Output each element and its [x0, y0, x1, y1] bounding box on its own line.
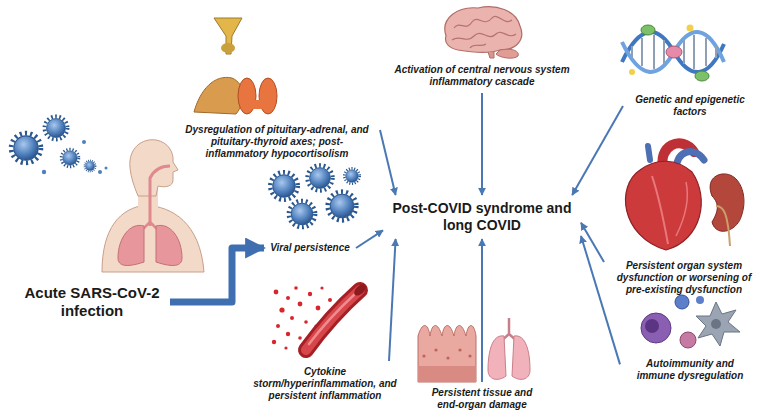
tissue-damage — [418, 318, 530, 382]
factor-label: Persistent organ system dysfunction or w… — [607, 258, 761, 298]
immune-cells — [641, 295, 740, 348]
factor-label: Persistent tissue and end-organ damage — [417, 385, 547, 413]
factor-label: Cytokine storm/hyperinflammation, and pe… — [245, 364, 405, 404]
cytokines-vessel — [272, 282, 368, 350]
label-text: Post-COVID syndrome and long COVID — [389, 200, 575, 234]
label-text: Activation of central nervous system inf… — [383, 64, 581, 88]
dna-helix — [622, 25, 724, 82]
source-label: Acute SARS-CoV-2 infection — [17, 282, 167, 322]
factor-label: Dysregulation of pituitary-adrenal, and … — [177, 122, 377, 162]
label-text: Persistent tissue and end-organ damage — [420, 387, 544, 411]
arrow-connector — [572, 106, 623, 195]
label-text: Dysregulation of pituitary-adrenal, and … — [180, 124, 374, 160]
label-text: Cytokine storm/hyperinflammation, and pe… — [248, 366, 402, 402]
factor-label: Autoimmunity and immune dysregulation — [623, 356, 757, 384]
factor-label: Viral persistence — [267, 240, 353, 256]
arrow-connector — [389, 239, 396, 361]
label-text: Genetic and epigenetic factors — [629, 94, 751, 118]
arrow-connector — [481, 93, 483, 195]
virus-particles — [11, 116, 107, 174]
heart-kidney — [626, 143, 744, 250]
persistent-viruses — [270, 165, 359, 227]
human-torso — [102, 140, 204, 272]
label-text: Autoimmunity and immune dysregulation — [626, 358, 754, 382]
arrow-connector — [481, 239, 483, 382]
endocrine-glands — [194, 18, 277, 114]
arrow-connector — [581, 236, 620, 364]
arrow-connector — [380, 130, 396, 195]
arrow-connector — [581, 223, 604, 262]
block-arrow — [170, 248, 264, 302]
outcome-label: Post-COVID syndrome and long COVID — [386, 198, 578, 236]
factor-label: Genetic and epigenetic factors — [626, 92, 754, 120]
arrow-connector — [356, 230, 383, 248]
factor-label: Activation of central nervous system inf… — [380, 62, 584, 90]
label-text: Acute SARS-CoV-2 infection — [20, 284, 164, 320]
label-text: Viral persistence — [270, 242, 350, 254]
brain — [445, 7, 522, 58]
label-text: Persistent organ system dysfunction or w… — [610, 260, 758, 296]
